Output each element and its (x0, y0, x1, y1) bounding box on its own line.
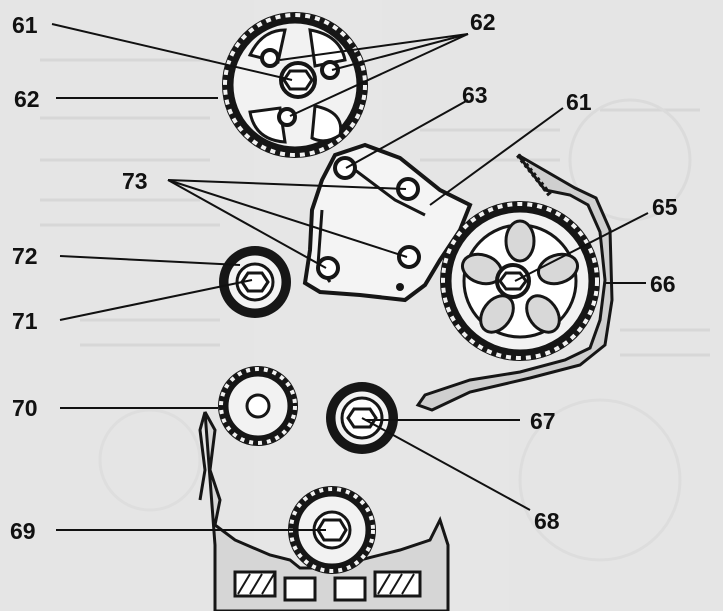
callout-66: 66 (650, 271, 676, 297)
callout-65: 65 (652, 194, 678, 220)
callout-61-upper: 61 (12, 12, 38, 38)
leader-lines (51, 23, 649, 531)
tensioner-bracket (302, 142, 473, 303)
callout-labels: 61 62 62 63 61 73 65 72 66 71 70 67 68 6… (10, 9, 678, 544)
callout-69: 69 (10, 518, 36, 544)
callout-67: 67 (530, 408, 556, 434)
crankshaft-sprocket (288, 486, 376, 574)
callout-62-right: 62 (470, 9, 496, 35)
callout-62-left: 62 (14, 86, 40, 112)
callout-71: 71 (12, 308, 38, 334)
callout-72: 72 (12, 243, 38, 269)
idler-pulley-left (219, 246, 291, 318)
callout-70: 70 (12, 395, 38, 421)
timing-cover-right (415, 153, 614, 412)
callout-68: 68 (534, 508, 560, 534)
intermediate-sprocket (218, 366, 298, 446)
camshaft-sprocket-upper (222, 12, 368, 158)
camshaft-sprocket-right (440, 201, 600, 361)
callout-63: 63 (462, 82, 488, 108)
callout-73: 73 (122, 168, 148, 194)
callout-61-right: 61 (566, 89, 592, 115)
